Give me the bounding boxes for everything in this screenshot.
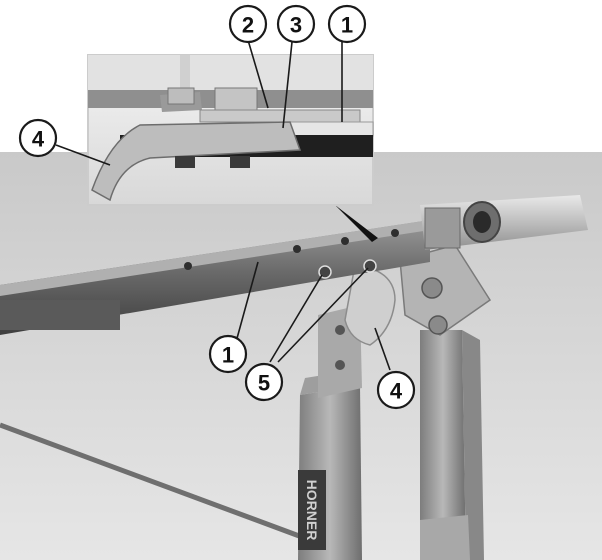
main-rail xyxy=(0,220,430,335)
hook-plate xyxy=(344,264,396,346)
svg-text:2: 2 xyxy=(242,13,254,38)
right-post xyxy=(420,330,484,560)
left-post: HORNER xyxy=(298,305,362,560)
emboss-plate xyxy=(298,470,326,550)
callout-1-inset: 1 xyxy=(327,4,367,44)
emboss-text: HORNER xyxy=(304,480,320,541)
callout-3: 3 xyxy=(276,4,316,44)
svg-text:1: 1 xyxy=(341,13,353,38)
leader-lines xyxy=(55,39,391,371)
callout-2: 2 xyxy=(228,4,268,44)
lever-plate xyxy=(399,244,492,336)
svg-text:4: 4 xyxy=(390,379,403,404)
inset-zoom xyxy=(87,54,378,242)
svg-text:3: 3 xyxy=(290,13,302,38)
callout-4-hook: 4 xyxy=(376,370,416,410)
callout-5: 5 xyxy=(244,362,284,402)
callout-4-inset: 4 xyxy=(18,118,58,158)
support-rod xyxy=(0,422,311,543)
svg-text:1: 1 xyxy=(222,343,234,368)
svg-text:4: 4 xyxy=(32,127,45,152)
svg-text:5: 5 xyxy=(258,371,270,396)
callout-1-rail: 1 xyxy=(208,334,248,374)
tube-end xyxy=(420,195,588,250)
